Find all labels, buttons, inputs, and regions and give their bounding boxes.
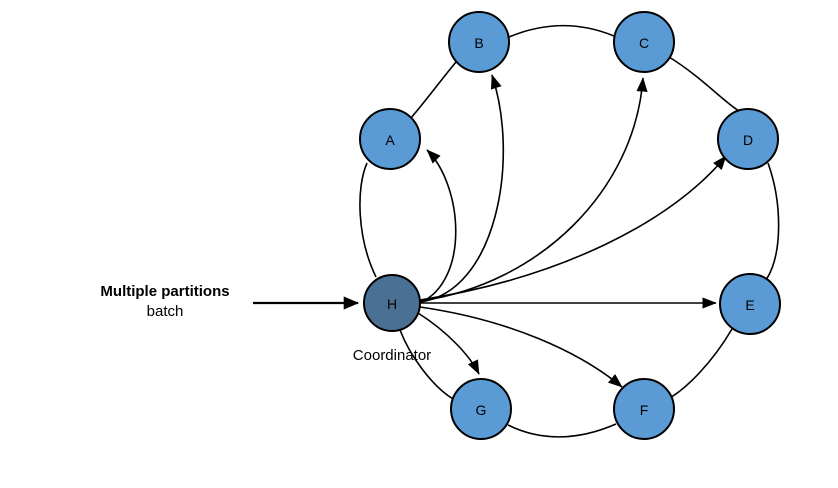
node-a-circle[interactable]	[359, 108, 421, 170]
broadcast-edge-h-to-g	[417, 312, 480, 375]
node-e-circle[interactable]	[719, 273, 781, 335]
node-d[interactable]: D	[717, 108, 779, 170]
node-h[interactable]: H	[363, 274, 421, 332]
broadcast-edge-h-to-d	[419, 155, 727, 301]
node-f[interactable]: F	[613, 378, 675, 440]
node-g-circle[interactable]	[450, 378, 512, 440]
broadcast-edge-h-to-f	[419, 306, 623, 388]
node-c-label: C	[639, 35, 649, 51]
node-h-label: H	[387, 296, 397, 312]
ring-edge-d-e	[765, 162, 780, 281]
broadcast-edge-h-to-b	[419, 74, 505, 303]
ring-edge-f-g	[507, 423, 617, 438]
node-f-label: F	[640, 402, 649, 418]
ring-edge-c-d	[668, 56, 740, 112]
nodes-group: A B C D E F G H	[359, 11, 781, 440]
node-d-label: D	[743, 132, 753, 148]
node-c[interactable]: C	[613, 11, 675, 73]
node-f-circle[interactable]	[613, 378, 675, 440]
ring-edges-group	[359, 24, 780, 438]
node-e[interactable]: E	[719, 273, 781, 335]
ring-edge-e-f	[667, 328, 733, 400]
ring-edge-b-c	[508, 24, 615, 38]
ring-edge-a-b	[410, 61, 457, 119]
node-g[interactable]: G	[450, 378, 512, 440]
node-e-label: E	[745, 297, 754, 313]
source-label-title: Multiple partitions	[100, 283, 229, 300]
node-b-label: B	[474, 35, 483, 51]
node-c-circle[interactable]	[613, 11, 675, 73]
node-b-circle[interactable]	[448, 11, 510, 73]
coordinator-broadcast-edges-group	[417, 74, 727, 388]
node-a[interactable]: A	[359, 108, 421, 170]
node-a-label: A	[385, 132, 395, 148]
node-h-circle[interactable]	[363, 274, 421, 332]
broadcast-edge-h-to-c	[419, 77, 648, 302]
source-label-subtitle: batch	[147, 303, 184, 320]
ring-edge-g-h	[399, 329, 454, 400]
ring-edge-h-a	[359, 162, 377, 278]
broadcast-edge-h-to-a	[419, 149, 457, 304]
coordinator-caption: Coordinator	[353, 347, 431, 364]
node-b[interactable]: B	[448, 11, 510, 73]
node-g-label: G	[476, 402, 487, 418]
node-d-circle[interactable]	[717, 108, 779, 170]
